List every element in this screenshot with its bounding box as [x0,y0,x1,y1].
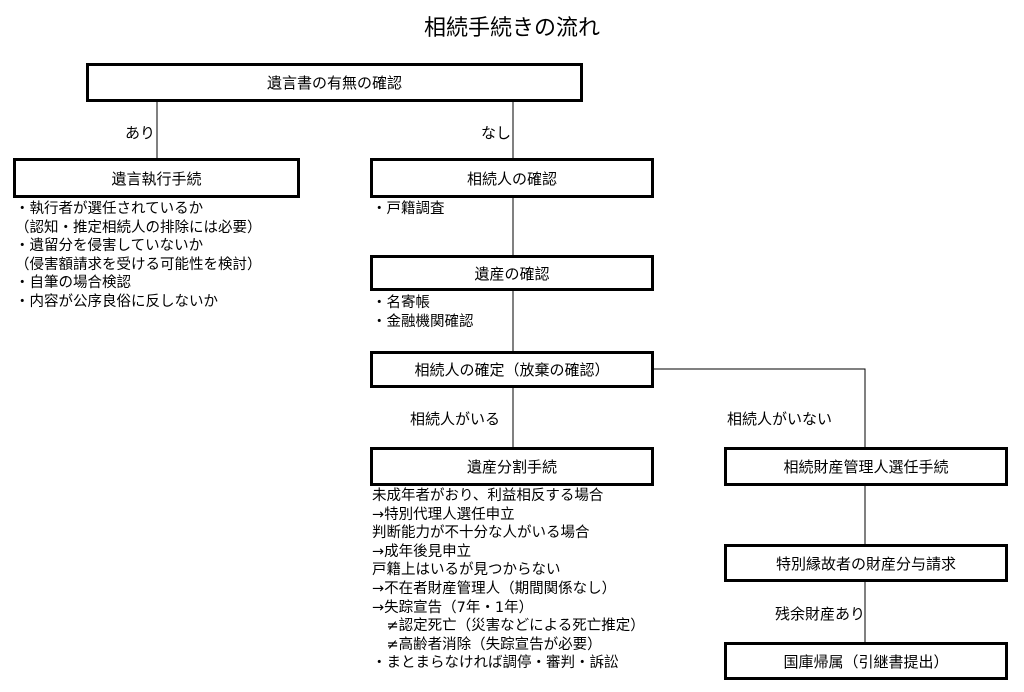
note-line: →特別代理人選任申立 [372,506,515,523]
note-line: →不在者財産管理人（期間関係なし） [372,580,617,597]
note-line: 戸籍上はいるが見つからない [372,562,561,579]
note-line: →成年後見申立 [372,543,472,560]
note-line: ・金融機関確認 [372,313,474,330]
note-line: →失踪宣告（7年・1年） [372,599,534,616]
note-line: ・戸籍調査 [372,201,445,217]
will-check-box: 遺言書の有無の確認 [86,63,583,102]
note-line: ≠高齢者消除（失踪宣告が必要） [372,636,602,653]
division-notes: 未成年者がおり、利益相反する場合 →特別代理人選任申立判断能力が不十分な人がいる場… [372,487,645,673]
page-title: 相続手続きの流れ [423,16,600,41]
note-line: 未成年者がおり、利益相反する場合 [372,488,604,504]
estate-check-notes: ・名寄帳・金融機関確認 [372,294,474,331]
note-line: （認知・推定相続人の排除には必要） [15,219,262,236]
heir-check-notes: ・戸籍調査 [372,200,445,219]
note-line: ・執行者が選任されているか [15,201,204,217]
national-treasury-box: 国庫帰属（引継書提出） [724,642,1008,680]
note-line: ・内容が公序良俗に反しないか [15,293,218,310]
connector-confirm-to-administrator [653,368,866,447]
note-line: ・名寄帳 [372,295,430,311]
edge-label-has-heirs: 相続人がいる [410,410,501,428]
edge-label-no: なし [481,124,512,142]
edge-label-yes: あり [125,124,156,142]
edge-label-remaining: 残余財産あり [775,605,866,623]
edge-label-no-heirs: 相続人がいない [727,410,833,428]
special-claim-box: 特別縁故者の財産分与請求 [724,544,1008,582]
will-execution-box: 遺言執行手続 [13,158,300,198]
note-line: ・まとまらなければ調停・審判・訴訟 [372,655,619,672]
note-line: ・自筆の場合検認 [15,275,131,292]
will-execution-notes: ・執行者が選任されているか （認知・推定相続人の排除には必要） ・遺留分を侵害してい… [15,200,262,312]
note-line: 判断能力が不十分な人がいる場合 [372,525,590,542]
heir-check-box: 相続人の確認 [370,158,654,198]
estate-check-box: 遺産の確認 [370,255,654,291]
note-line: ・遺留分を侵害していないか [15,238,204,255]
note-line: ≠認定死亡（災害などによる死亡推定） [372,618,645,635]
division-box: 遺産分割手続 [370,447,654,486]
note-line: （侵害額請求を受ける可能性を検討） [15,256,262,273]
heir-confirm-box: 相続人の確定（放棄の確認） [370,351,654,388]
administrator-box: 相続財産管理人選任手続 [724,447,1008,486]
